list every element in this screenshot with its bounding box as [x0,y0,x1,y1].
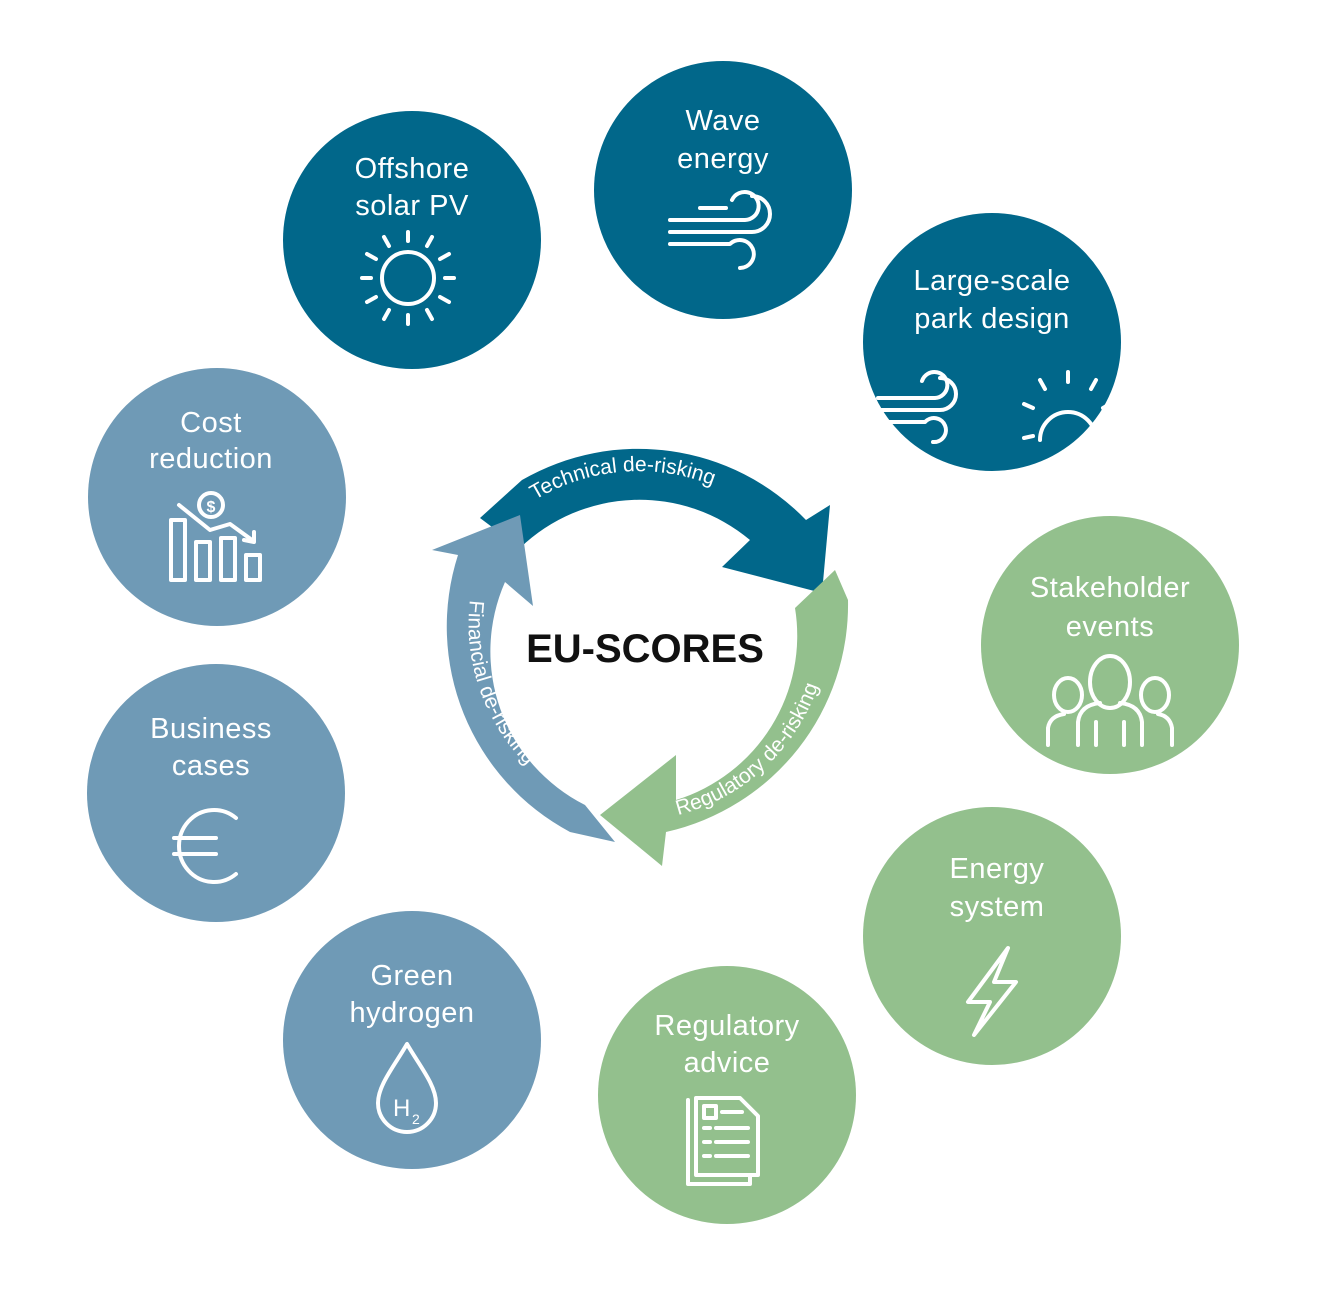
node-circle [981,516,1239,774]
center-title: EU-SCORES [526,627,764,671]
node-cost-reduction: Cost reduction $ [88,368,346,626]
regulatory-arrow [600,570,849,866]
node-label-line1: Stakeholder [1030,572,1190,604]
node-label-line1: Regulatory [654,1010,799,1042]
node-energy-system: Energy system [863,807,1121,1065]
node-label-line2: advice [684,1047,771,1079]
node-circle [283,911,541,1169]
node-regulatory-advice: Regulatory advice [598,966,856,1224]
declining-cost-chart-icon [169,491,262,582]
people-group-icon [1046,654,1174,747]
hydrogen-drop-icon [376,1042,438,1134]
euro-icon [172,808,238,884]
node-large-scale-park: Large-scale park design [863,213,1121,471]
node-circle [87,664,345,922]
documents-icon [686,1096,760,1186]
node-circle [863,213,1121,471]
node-circle [598,966,856,1224]
node-label-line1: Large-scale [913,265,1070,297]
node-business-cases: Business cases [87,664,345,922]
node-circle [863,807,1121,1065]
wave-wind-icon [668,190,772,270]
regulatory-derisking-label: Regulatory de-risking [673,680,823,820]
node-label-line2: solar PV [355,190,469,222]
node-label-line1: Green [370,960,453,992]
hydrogen-subscript: 2 [412,1111,420,1127]
node-green-hydrogen: Green hydrogen H 2 [283,911,541,1169]
node-circle [88,368,346,626]
financial-arrow [432,515,615,842]
wind-and-sun-icon [876,370,1112,445]
node-label-line1: Wave [685,105,760,137]
node-label-line1: Energy [950,853,1045,885]
node-stakeholder-events: Stakeholder events [981,516,1239,774]
node-label-line1: Offshore [355,153,470,185]
node-label-line2: reduction [149,443,273,475]
technical-arrow [480,448,830,593]
node-circle [283,111,541,369]
hydrogen-symbol: H [393,1095,410,1122]
node-label-line1: Cost [180,407,242,439]
node-label-line2: system [950,891,1045,923]
node-label-line2: energy [677,143,769,175]
node-label-line1: Business [150,713,272,745]
center-cycle: Technical de-risking Regulatory de-riski… [432,448,849,866]
node-label-line2: cases [172,750,250,782]
sun-icon [360,230,456,326]
node-offshore-solar: Offshore solar PV [283,111,541,369]
lightning-bolt-icon [966,946,1018,1037]
node-label-line2: park design [914,303,1069,335]
node-label-line2: hydrogen [350,997,475,1029]
node-circle [594,61,852,319]
node-wave-energy: Wave energy [594,61,852,319]
node-label-line2: events [1066,611,1154,643]
dollar-coin-symbol: $ [207,499,216,516]
